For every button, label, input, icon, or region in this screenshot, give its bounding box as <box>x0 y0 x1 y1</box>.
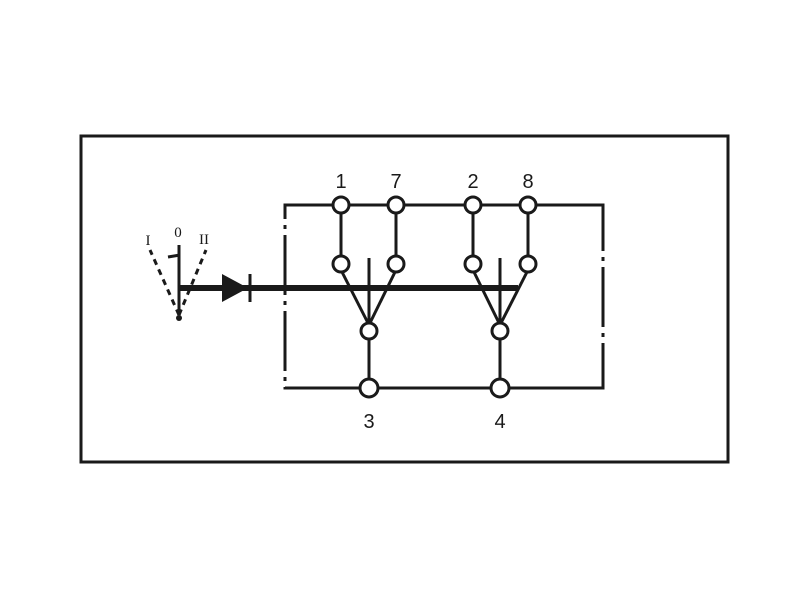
contact-point-1 <box>331 254 351 274</box>
outer-frame <box>79 134 730 464</box>
contact-point-8 <box>518 254 538 274</box>
terminal-label-3: 3 <box>363 411 374 433</box>
contact-point-7 <box>386 254 406 274</box>
terminal-label-7: 7 <box>390 171 401 193</box>
terminal-8 <box>518 195 538 215</box>
lever-position-i-line <box>148 249 181 316</box>
terminal-label-4: 4 <box>494 411 505 433</box>
selector-label-0: 0 <box>174 225 182 241</box>
terminal-2 <box>463 195 483 215</box>
lever-position-ii-line <box>177 249 208 316</box>
terminal-label-2: 2 <box>467 171 478 193</box>
common-point-3 <box>359 321 379 341</box>
shaft-arrow-icon <box>222 274 248 302</box>
common-point-4 <box>490 321 510 341</box>
terminal-label-1: 1 <box>335 171 346 193</box>
terminal-3 <box>358 377 380 399</box>
lever-pivot <box>176 315 182 321</box>
terminal-label-8: 8 <box>522 171 533 193</box>
contact-left <box>339 258 398 326</box>
selector-label-ii: II <box>199 232 209 248</box>
terminal-1 <box>331 195 351 215</box>
terminal-4 <box>489 377 511 399</box>
switch-housing <box>283 203 605 390</box>
lever-tick <box>167 253 181 259</box>
contact-right <box>471 258 530 326</box>
selector-label-i: I <box>146 233 151 249</box>
selector-lever <box>148 245 208 321</box>
terminal-7 <box>386 195 406 215</box>
contact-point-2 <box>463 254 483 274</box>
